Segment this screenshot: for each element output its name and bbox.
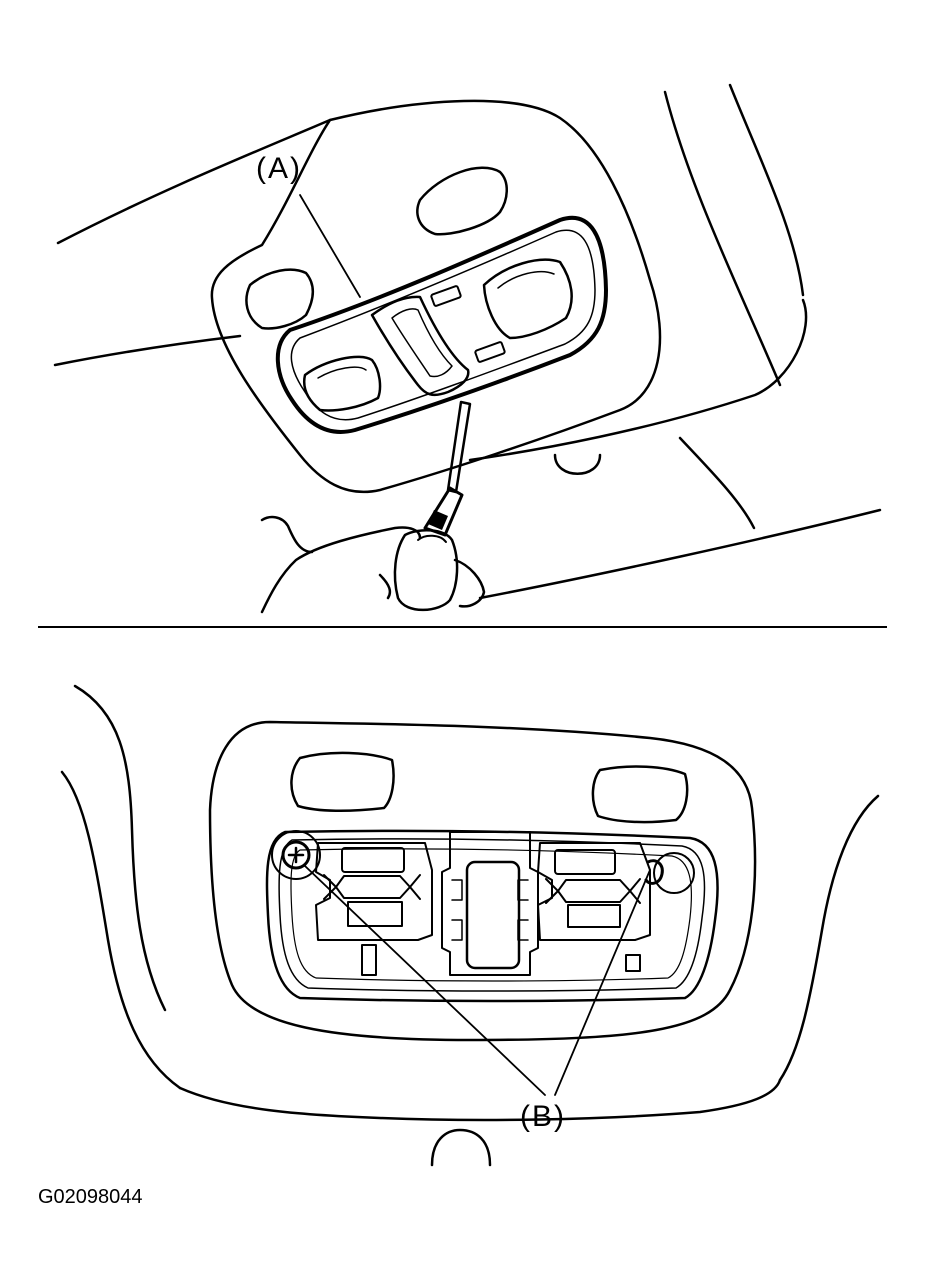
pillar-bottom-edge xyxy=(468,298,808,462)
callout-label-b: (B) xyxy=(520,1100,566,1133)
console-lower-line xyxy=(478,508,882,600)
leader-line-b-left xyxy=(304,865,546,1096)
upper-lens-right-bottom xyxy=(591,765,689,824)
screw-left-boss xyxy=(271,830,321,880)
hand-icon xyxy=(260,515,486,614)
map-lamp-assembly-outline xyxy=(275,215,608,434)
lamp-opening-outline xyxy=(265,829,719,1003)
center-switch-outer xyxy=(370,295,470,397)
bottom-view-bulbs xyxy=(60,684,880,1167)
center-switch-rib-right xyxy=(517,879,529,941)
overhead-console-housing xyxy=(210,99,662,494)
figure-code: G02098044 xyxy=(38,1186,143,1208)
upper-lens-left-bottom xyxy=(290,751,395,813)
right-bulb-contact-left xyxy=(545,878,559,904)
left-bulb-base xyxy=(347,901,403,927)
headliner-left-inner xyxy=(73,684,167,1012)
center-switch-bottom xyxy=(465,860,521,970)
right-bulb-contact-right xyxy=(629,878,641,904)
leader-line-b-right xyxy=(554,869,651,1096)
upper-lens-right xyxy=(416,166,508,236)
right-bulb-icon xyxy=(557,879,631,903)
headliner-edge-lower xyxy=(53,334,242,367)
map-lamp-lens-right-inner xyxy=(497,270,555,289)
pillar-curve-outer xyxy=(728,83,805,297)
overhead-console-housing-bottom xyxy=(208,720,757,1042)
map-lamp-lens-left-inner xyxy=(317,366,367,379)
map-lamp-lens-right xyxy=(482,258,573,340)
windshield-line xyxy=(678,436,756,530)
right-bulb-tab xyxy=(625,954,641,972)
top-view-removal xyxy=(53,83,882,614)
mirror-mount-bottom xyxy=(430,1128,492,1167)
center-switch-inner xyxy=(391,308,453,378)
left-bulb-tab xyxy=(361,944,377,976)
pillar-curve-inner xyxy=(663,90,782,387)
center-switch-rib-left xyxy=(451,879,463,941)
right-bulb-socket xyxy=(537,842,651,941)
upper-lens-left xyxy=(245,268,314,330)
leader-line-a xyxy=(299,194,361,298)
indicator-slot-upper xyxy=(430,285,462,307)
lamp-opening-inner-1 xyxy=(278,838,706,992)
left-bulb-contact-right xyxy=(409,874,421,900)
right-bulb-base xyxy=(567,904,621,928)
mirror-mount xyxy=(553,453,602,475)
screw-right-icon xyxy=(644,859,664,885)
screw-right-boss xyxy=(653,852,695,894)
headliner-left-outer xyxy=(60,770,182,1090)
headliner-right-outer xyxy=(778,794,880,1082)
map-lamp-lens-left xyxy=(303,355,382,412)
center-switch-housing-bottom xyxy=(441,831,539,976)
left-bulb-reflector xyxy=(341,847,405,873)
callout-label-a: (A) xyxy=(256,152,302,185)
screw-left-slot xyxy=(287,846,305,864)
left-bulb-contact-left xyxy=(323,874,337,900)
headliner-bottom-edge xyxy=(178,1078,782,1122)
headliner-edge-upper xyxy=(56,118,332,245)
right-bulb-reflector xyxy=(554,849,616,875)
screw-left-icon xyxy=(281,840,311,870)
left-bulb-icon xyxy=(335,875,411,899)
indicator-slot-lower xyxy=(474,341,506,363)
lamp-opening-inner-2 xyxy=(290,848,693,982)
